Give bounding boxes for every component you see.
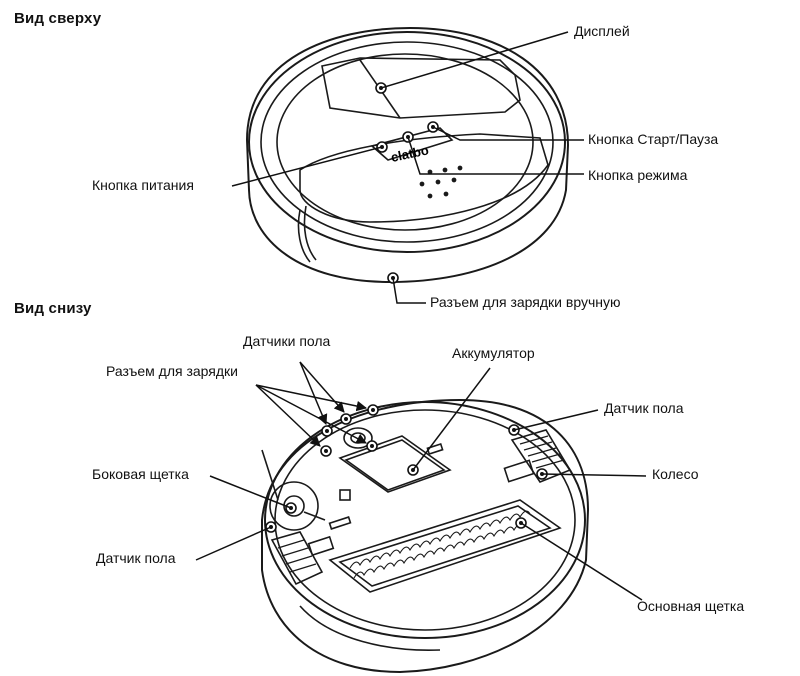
- main-brush-label: Основная щетка: [637, 598, 745, 614]
- top-view-robot: [245, 26, 570, 284]
- main-brush: [349, 510, 531, 579]
- bottom-view-robot: [261, 398, 590, 674]
- mode-button-label: Кнопка режима: [588, 167, 688, 183]
- wheel-treads: [277, 435, 565, 573]
- floor-sensors-label: Датчики пола: [243, 333, 331, 349]
- bottom-view-heading: Вид снизу: [14, 300, 92, 317]
- charge-connector-label: Разъем для зарядки: [106, 363, 239, 379]
- brand-mark: clatbo: [390, 142, 431, 165]
- bottom-view-leader-lines: [195, 361, 647, 601]
- floor-sensor-right-label: Датчик пола: [604, 400, 684, 416]
- power-button-label: Кнопка питания: [92, 177, 194, 193]
- floor-sensor-left-label: Датчик пола: [96, 550, 176, 566]
- display-label: Дисплей: [574, 23, 630, 39]
- top-view-heading: Вид сверху: [14, 10, 102, 27]
- start-pause-button-label: Кнопка Старт/Пауза: [588, 131, 719, 147]
- battery-label: Аккумулятор: [452, 345, 535, 361]
- top-view-leader-lines: [231, 31, 584, 304]
- wheel-label: Колесо: [652, 466, 699, 482]
- side-brush-label: Боковая щетка: [92, 466, 189, 482]
- manual-charge-port-label: Разъем для зарядки вручную: [430, 294, 621, 310]
